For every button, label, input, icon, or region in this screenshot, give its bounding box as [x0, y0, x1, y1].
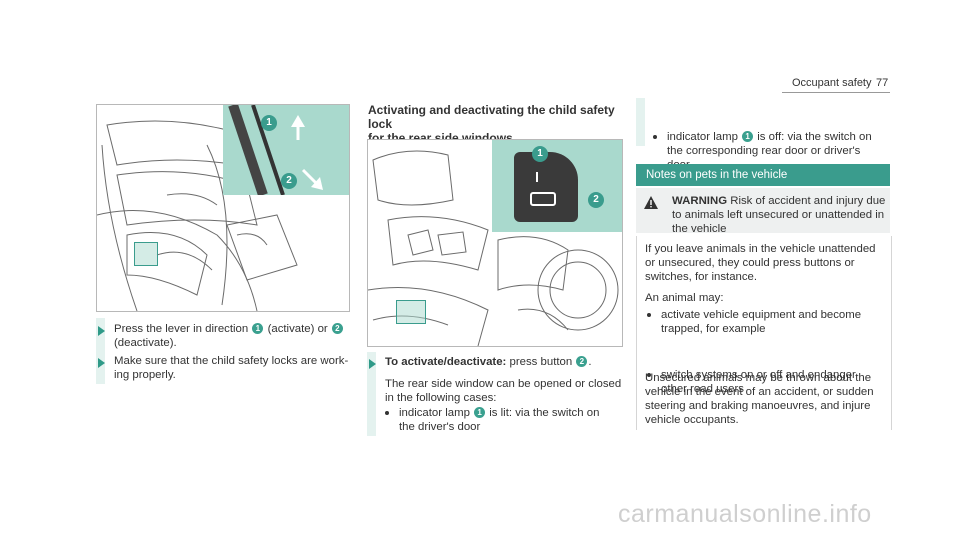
para-unsecured: Unsecured animals may be thrown about th… — [645, 372, 874, 426]
step-press-lever: Press the lever in direction 1 (activate… — [114, 322, 354, 350]
step-activate: To activate/deactivate: press button 2. — [385, 356, 592, 368]
step-strip — [367, 352, 376, 436]
door-illustration — [97, 120, 298, 311]
rear-door-illustration — [368, 150, 619, 346]
step-check-locks: Make sure that the child safety locks ar… — [114, 355, 349, 381]
warning-triangle-icon — [644, 196, 658, 209]
step-strip — [636, 98, 645, 146]
bullet-lamp-off: indicator lamp 1 is off: via the switch … — [653, 130, 907, 172]
watermark: carmanualsonline.info — [618, 500, 872, 528]
warning-text: WARNING Risk of accident and injury due … — [672, 195, 886, 235]
warning-box: WARNING Risk of accident and injury due … — [636, 188, 890, 235]
button-graphic — [514, 152, 578, 222]
indicator-lamp — [536, 172, 538, 182]
step-strip — [96, 318, 105, 384]
para-animal-may: An animal may: — [645, 292, 724, 304]
child-lock-symbol-icon — [530, 192, 556, 206]
step-arrow-icon — [98, 326, 105, 336]
bullet-lamp-lit: indicator lamp 1 is lit: via the switch … — [385, 406, 639, 434]
para-unattended: If you leave animals in the vehicle unat… — [645, 243, 876, 283]
cases-paragraph: The rear side window can be opened or cl… — [385, 378, 622, 404]
bullet-icon — [647, 373, 651, 377]
step-arrow-icon — [369, 359, 376, 369]
bullet-icon — [647, 313, 651, 317]
notes-pets-heading: Notes on pets in the vehicle — [636, 164, 890, 186]
lever-highlight — [134, 242, 158, 266]
door-lever-figure: 1 2 — [96, 104, 350, 312]
step-arrow-icon — [98, 358, 105, 368]
callout-2: 2 — [281, 173, 297, 189]
warning-body: If you leave animals in the vehicle unat… — [636, 236, 892, 430]
child-lock-figure: 1 2 — [367, 139, 623, 347]
section-title: Occupant safety — [792, 77, 872, 89]
callout-2: 2 — [588, 192, 604, 208]
callout-1: 1 — [261, 115, 277, 131]
bullet-icon — [653, 135, 657, 139]
button-callout-panel: 1 2 — [492, 140, 622, 232]
bullet-icon — [385, 411, 389, 415]
callout-1: 1 — [532, 146, 548, 162]
switch-highlight — [396, 300, 426, 324]
page-number: 77 — [876, 77, 889, 89]
header-rule — [782, 92, 890, 93]
lever-callout-panel: 1 2 — [223, 105, 349, 197]
